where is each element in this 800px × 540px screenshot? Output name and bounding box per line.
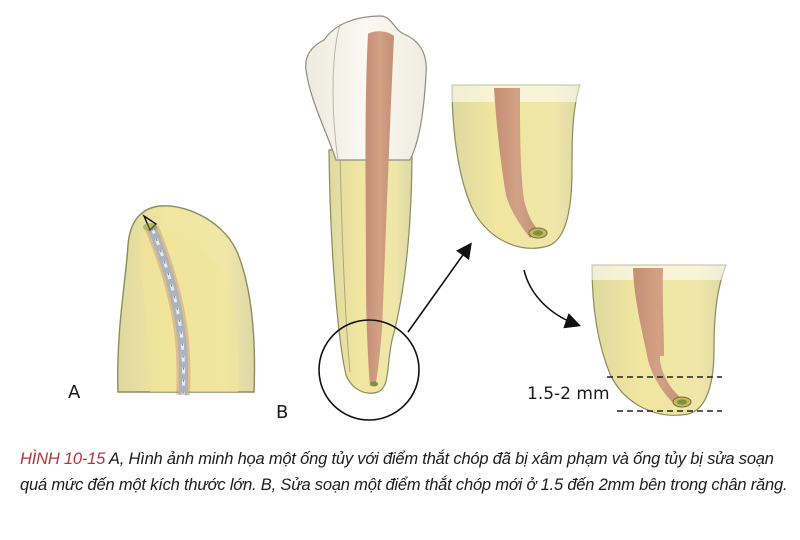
panel-a-root-tip — [110, 205, 260, 400]
figure-number: HÌNH 10-15 — [20, 450, 106, 468]
panel-b-full-tooth — [305, 15, 472, 421]
figure-caption: HÌNH 10-15 A, Hình ảnh minh họa một ống … — [20, 446, 790, 498]
figure-illustration: A B 1.5-2 mm — [68, 15, 733, 423]
magnified-apex-new-stop — [588, 258, 733, 416]
magnified-apex-compromised — [448, 80, 588, 329]
measurement-label: 1.5-2 mm — [527, 384, 610, 404]
panel-label-a: A — [68, 382, 81, 403]
caption-text: A, Hình ảnh minh họa một ống tủy với điể… — [20, 450, 788, 494]
panel-label-b: B — [276, 402, 289, 423]
